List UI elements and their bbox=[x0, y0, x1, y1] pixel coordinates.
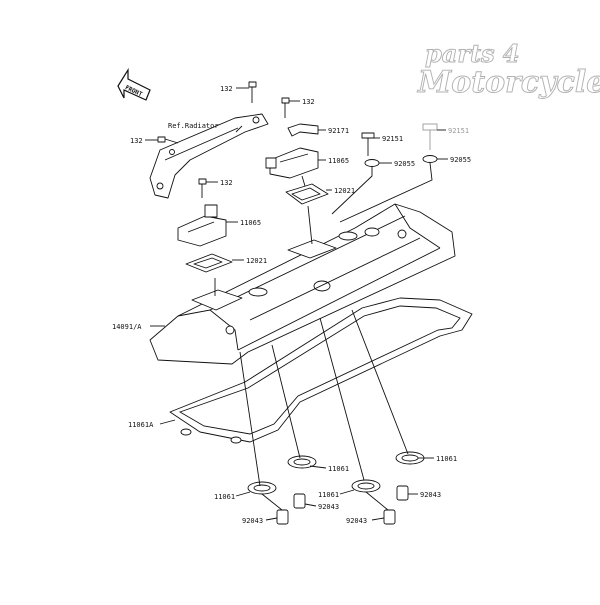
bolt-132-left bbox=[157, 136, 179, 144]
callouts: 132 132 132 132 92171 92151 92151 92055 … bbox=[112, 85, 471, 525]
washer-92055-right bbox=[422, 155, 438, 163]
callout-11065: 11065 bbox=[328, 157, 349, 165]
callout-132: 132 bbox=[302, 98, 315, 106]
watermark-line1: parts 4 bbox=[425, 39, 520, 68]
callout-92151: 92151 bbox=[448, 127, 469, 135]
callout-92043: 92043 bbox=[346, 517, 367, 525]
valve-cover-11065-upper bbox=[265, 147, 319, 179]
bolt-132-mid bbox=[198, 178, 207, 198]
callout-92151: 92151 bbox=[382, 135, 403, 143]
callout-11061: 11061 bbox=[318, 491, 339, 499]
plug-gasket-11061-3 bbox=[351, 479, 381, 493]
ref-radiator-label: Ref.Radiator bbox=[168, 122, 219, 130]
assembly-lines bbox=[214, 162, 433, 511]
callout-11061: 11061 bbox=[436, 455, 457, 463]
bolt-92151-left bbox=[361, 132, 375, 156]
callout-12021: 12021 bbox=[246, 257, 267, 265]
front-arrow-icon: FRONT bbox=[117, 67, 151, 101]
bolt-132-right bbox=[281, 97, 290, 118]
callout-92043: 92043 bbox=[420, 491, 441, 499]
callout-132: 132 bbox=[130, 137, 143, 145]
plug-gasket-11061-2 bbox=[287, 455, 317, 469]
bolt-92151-right bbox=[422, 123, 438, 150]
head-cover-gasket-11061A bbox=[169, 297, 473, 444]
radiator-bracket bbox=[149, 113, 269, 199]
callout-132: 132 bbox=[220, 179, 233, 187]
callout-92055: 92055 bbox=[394, 160, 415, 168]
plug-gasket-11061-1 bbox=[247, 481, 277, 495]
valve-cover-11065-lower bbox=[177, 204, 227, 247]
bracket-92171 bbox=[287, 123, 319, 137]
callout-12021: 12021 bbox=[334, 187, 355, 195]
washer-92055-left bbox=[364, 159, 380, 167]
callout-92055: 92055 bbox=[450, 156, 471, 164]
collar-92043-2 bbox=[293, 493, 306, 509]
collar-92043-1 bbox=[276, 509, 289, 525]
callout-11061: 11061 bbox=[214, 493, 235, 501]
callout-92043: 92043 bbox=[242, 517, 263, 525]
collar-92043-4 bbox=[396, 485, 409, 501]
bolt-132-top bbox=[248, 81, 257, 103]
leader-lines bbox=[145, 87, 448, 521]
callout-11061: 11061 bbox=[328, 465, 349, 473]
callout-14091A: 14091/A bbox=[112, 323, 142, 331]
watermark-logo: parts 4 Motorcycles bbox=[417, 39, 600, 101]
cylinder-head-cover-14091 bbox=[149, 203, 456, 365]
watermark-line2: Motorcycles bbox=[417, 65, 600, 100]
callout-92171: 92171 bbox=[328, 127, 349, 135]
callout-92043: 92043 bbox=[318, 503, 339, 511]
callout-11061A: 11061A bbox=[128, 421, 154, 429]
collar-92043-3 bbox=[383, 509, 396, 525]
reed-valve-12021-lower bbox=[185, 253, 233, 273]
callout-11065: 11065 bbox=[240, 219, 261, 227]
callout-132: 132 bbox=[220, 85, 233, 93]
reed-valve-12021-upper bbox=[285, 183, 329, 205]
